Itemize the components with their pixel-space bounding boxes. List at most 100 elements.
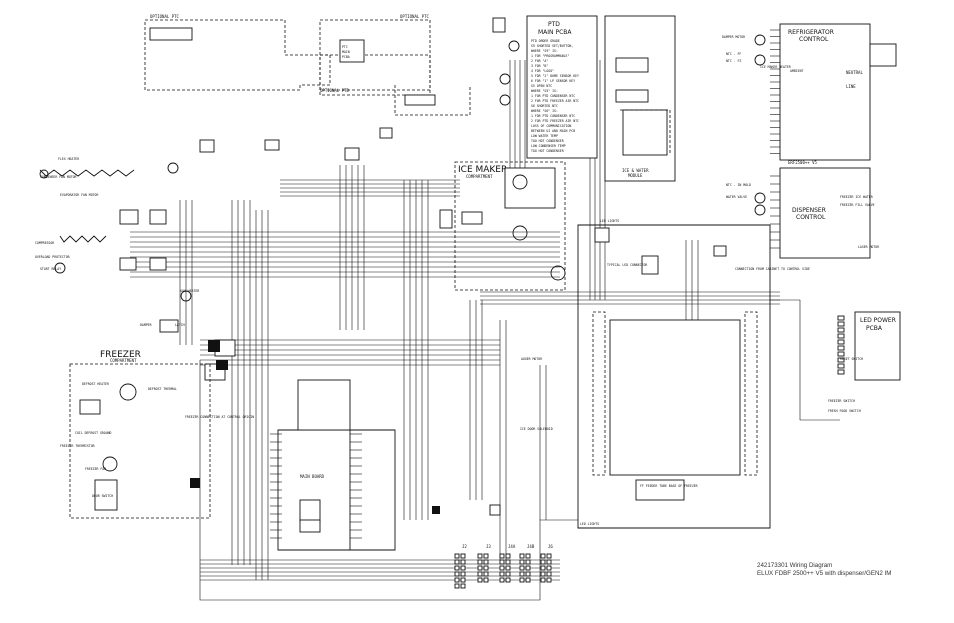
- ice-water-module: ICE & WATER MODULE: [604, 15, 676, 182]
- iw-module-label-1: ICE & WATER: [622, 168, 649, 173]
- left-component-label: FREEZER FAN: [85, 467, 106, 471]
- connector-block: [461, 211, 483, 225]
- left-component-label: OVERLOAD PROTECTOR: [35, 255, 70, 259]
- typical-led-connector: [641, 255, 659, 275]
- connector-pin: [519, 577, 525, 583]
- led-region-outline: [577, 224, 771, 529]
- led-wiring-box: [609, 319, 741, 476]
- left-component-label: EVAPORATOR FAN MOTOR: [60, 193, 98, 197]
- optional-ptc-boundary: [144, 19, 331, 91]
- connector-block: [264, 139, 280, 151]
- right-component-label: FREEZER SWITCH: [828, 399, 855, 403]
- bottom-connectors: J2 J3 J4A J4B J6: [462, 544, 553, 549]
- right-component-label: CONNECTION FROM CABINET TO CONTROL SIDE: [735, 267, 810, 271]
- optional-ptc-region: OPTIONAL PTC OPTIONAL PTC OPTIONAL PTD P…: [144, 14, 471, 116]
- connector-pin: [460, 559, 466, 565]
- right-component-label: ICE MAKER HEATER: [760, 65, 791, 69]
- line-label: LINE: [846, 84, 856, 89]
- connector-pin: [540, 553, 546, 559]
- connector-j4b-label: J4B: [527, 544, 535, 549]
- left-component-label: FREEZER CONNECTION AT CONTROL ORIGIN: [185, 415, 254, 419]
- optional-ptd-boundary: [394, 85, 471, 116]
- auger-motor: [550, 265, 566, 281]
- ptd-main-pcba-box: [526, 15, 598, 159]
- left-component-label: COMPRESSOR: [35, 241, 54, 245]
- led-right-strip: [744, 311, 758, 476]
- connector-pin: [460, 583, 466, 589]
- connector-pin: [483, 571, 489, 577]
- connector-pin: [477, 553, 483, 559]
- ptd-title-2: MAIN PCBA: [538, 29, 572, 36]
- connector-block: [489, 504, 501, 516]
- ptd-note-line: WHERE "S9" IS:: [531, 49, 558, 53]
- connector-pin: [505, 553, 511, 559]
- left-component-label: DEFROST THERMAL: [148, 387, 177, 391]
- connector-block: [594, 227, 610, 243]
- connector-block: [119, 209, 139, 225]
- ptd-note-line: 2 FOR "A": [531, 59, 548, 63]
- connector-pin: [460, 553, 466, 559]
- refrig-control-title-2: CONTROL: [799, 36, 829, 43]
- connector-pin: [483, 577, 489, 583]
- main-board-right: [350, 429, 396, 551]
- left-component-label: DOOR SWITCH: [92, 494, 113, 498]
- connector-pin: [546, 565, 552, 571]
- connector-block: [119, 257, 137, 271]
- ptd-note-line: 1 FOR "PROGRAMMABLE": [531, 54, 569, 58]
- dispenser-title-1: DISPENSER: [792, 207, 826, 214]
- ptc-main-pcba-box: [339, 39, 365, 63]
- ground-block: [216, 360, 228, 370]
- left-component-label: FREEZER THERMISTOR: [60, 444, 95, 448]
- connector-block: [159, 319, 179, 333]
- connector-pin: [525, 553, 531, 559]
- ptd-note-line: LOW WATER TEMP: [531, 134, 558, 138]
- refrigerator-control: REFRIGERATOR CONTROL LINE NEUTRAL ERF250…: [779, 23, 897, 259]
- connector-block: [199, 139, 215, 153]
- left-component-label: AUX HEATER: [180, 289, 199, 293]
- ptd-heater-box: [404, 94, 436, 106]
- ptd-note-line: 1 FOR PTD CONDENSER NTC: [531, 114, 575, 118]
- connector-block: [439, 209, 453, 229]
- dispenser-control-box: [779, 167, 871, 259]
- ptd-note-line: 3 FOR "B": [531, 64, 548, 68]
- connector-block: [713, 245, 727, 257]
- ice-maker-fan: [512, 225, 528, 241]
- component-symbol: [754, 34, 766, 46]
- refrig-control-title-1: REFRIGERATOR: [788, 29, 834, 36]
- ptd-note-line: 1 FOR PTD CONDENSER NTC: [531, 94, 575, 98]
- ptd-note-line: WHERE "S6" IS:: [531, 109, 558, 113]
- connector-pin: [499, 571, 505, 577]
- connector-pin: [540, 577, 546, 583]
- ice-maker-title: ICE MAKER: [458, 165, 507, 175]
- connector-j3-label: J3: [486, 544, 491, 549]
- connector-pin: [483, 553, 489, 559]
- ptd-note-line: WHERE "S5" IS:: [531, 89, 558, 93]
- ptd-note-line: 6 FOR "1" LP SENSOR KEY: [531, 79, 575, 83]
- ptd-note-line: S5 OPEN NTC: [531, 84, 552, 88]
- led-power-box: [854, 311, 901, 381]
- connector-pin: [499, 577, 505, 583]
- connector-pin: [525, 565, 531, 571]
- component-symbol: [167, 162, 179, 174]
- connector-pin: [499, 559, 505, 565]
- ptc-main-label-1: PTC: [342, 45, 348, 49]
- connector-pin: [483, 565, 489, 571]
- connector-pin: [477, 565, 483, 571]
- right-component-label: FF FEEDER TUBE BASE OF FREEZER: [640, 484, 698, 488]
- ptd-note-line: 2 FOR PTD FREEZER AIR NTC: [531, 119, 579, 123]
- connector-pin: [460, 577, 466, 583]
- ice-maker-boundary: [454, 161, 566, 291]
- led-pin: [837, 345, 845, 351]
- connector-pin: [525, 571, 531, 577]
- connector-pin: [505, 565, 511, 571]
- main-board-label: MAIN BOARD: [300, 474, 325, 479]
- iw-module-label-2: MODULE: [628, 173, 643, 178]
- module-dashed: [620, 109, 671, 155]
- ptd-note-line: LOW CONDENSER TEMP: [531, 144, 566, 148]
- connector-pin: [525, 559, 531, 565]
- led-power-board-small: [869, 43, 897, 67]
- left-component-label: FLEX HEATER: [58, 157, 79, 161]
